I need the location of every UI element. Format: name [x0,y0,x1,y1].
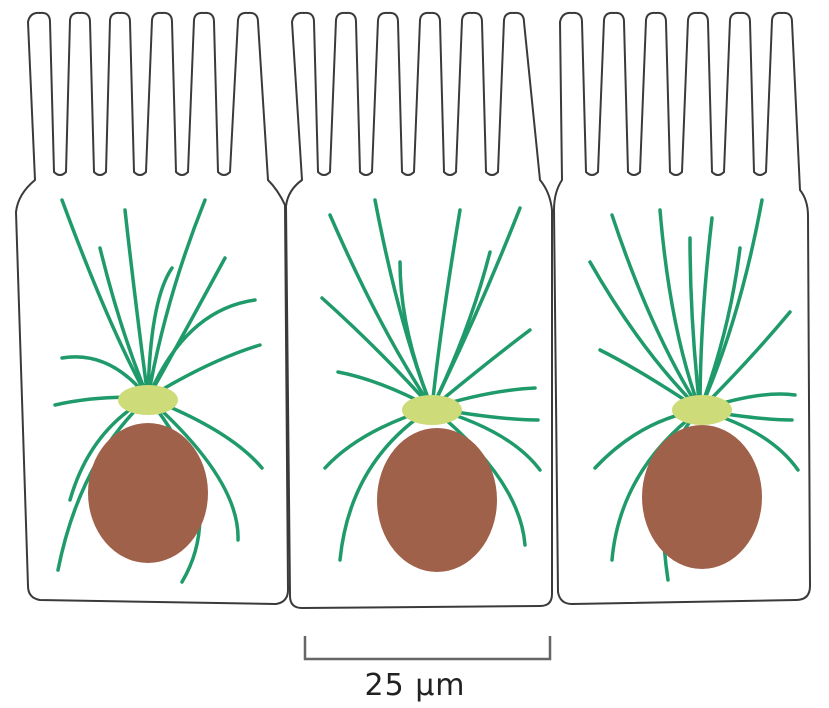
centrosome [402,395,462,425]
scale-bar [305,636,550,659]
nucleus [88,423,208,563]
right-cell [554,13,810,604]
middle-cell [286,13,552,608]
nucleus [642,425,762,569]
nucleus [377,428,497,572]
scale-bar-label: 25 μm [330,668,500,703]
centrosome [672,395,732,425]
left-cell [16,13,288,604]
centrosome [118,385,178,415]
